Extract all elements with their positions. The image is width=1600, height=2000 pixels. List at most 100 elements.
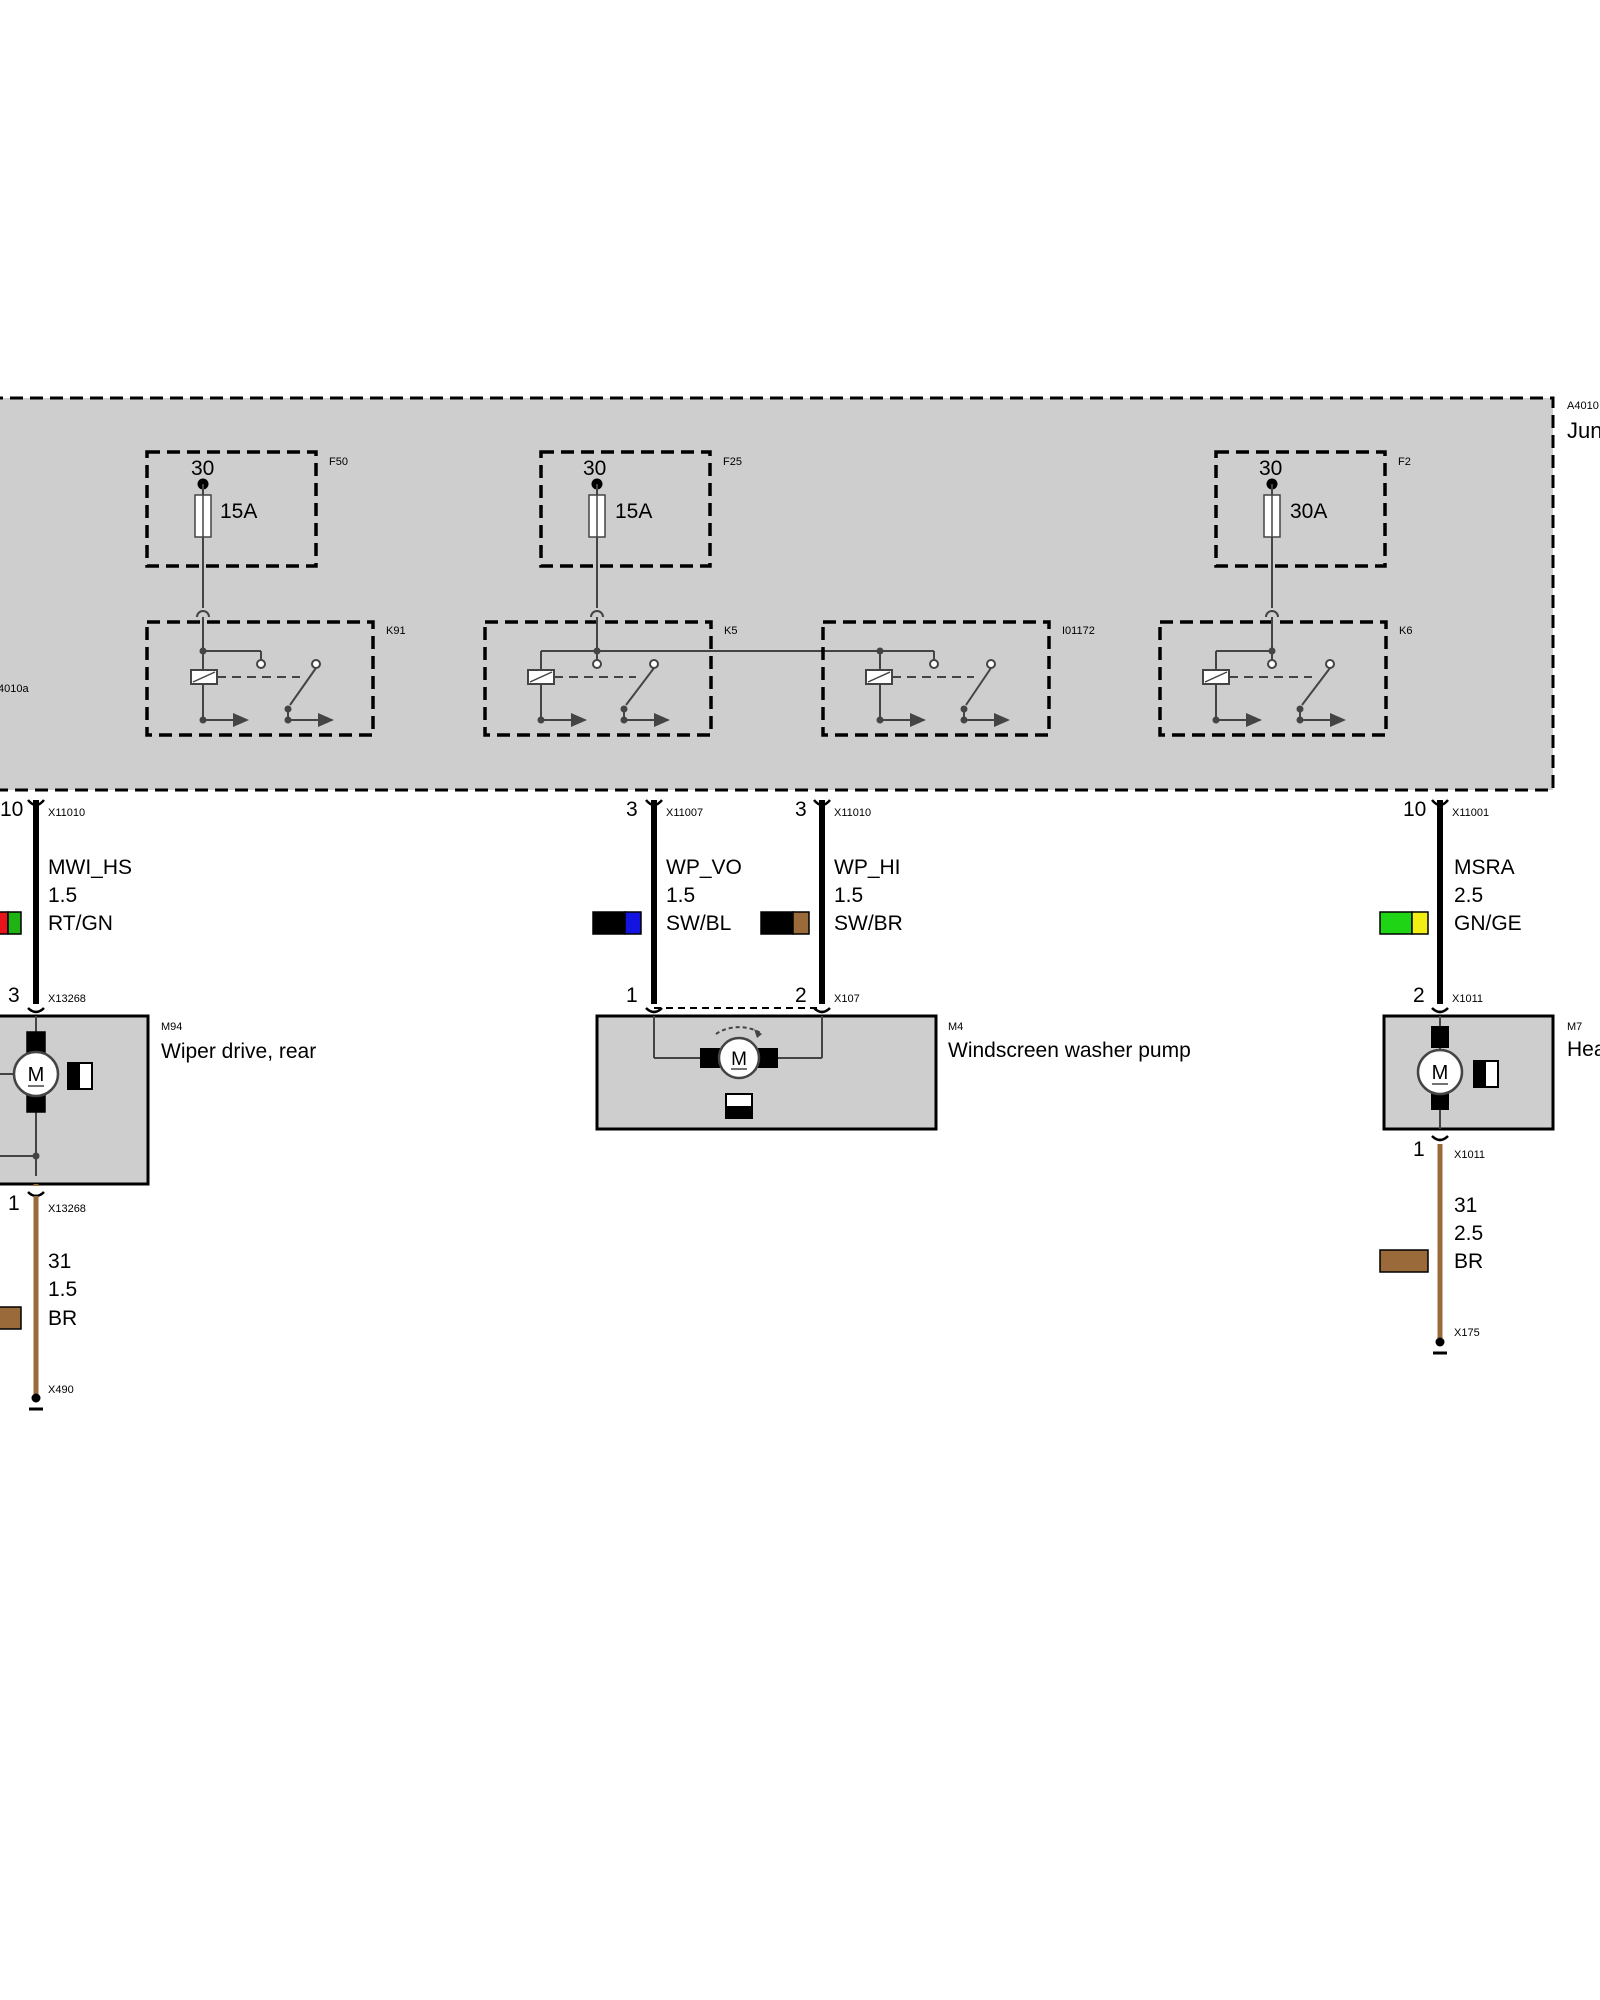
component-pin-out: 1 [8,1192,20,1215]
wire-wp-hi: 3 X11010 WP_HI 1.5 SW/BR [760,798,903,1004]
relay-i01172: I01172 [821,620,1095,737]
fuse-name: F50 [329,456,348,468]
wire-color-code: RT/GN [48,912,113,935]
wire-mwi-hs: 10 X11010 MWI_HS 1.5 RT/GN [0,798,132,1004]
wire-color-code: GN/GE [1454,912,1522,935]
motor-icon [1416,1048,1464,1096]
wire-color-swatch [0,911,9,935]
ground-gauge: 1.5 [48,1278,77,1301]
motor-symbol: M [731,1049,747,1070]
wire-color-code: SW/BL [666,912,731,935]
wire-color-swatch [1379,911,1413,935]
relay-switch-icon [965,667,992,706]
component-name: Hea [1567,1038,1600,1061]
fuse-terminal: 30 [1259,457,1282,480]
ground-signal: 31 [1454,1194,1477,1217]
relay-switch-icon [289,667,317,706]
connector-label: X11010 [48,807,85,819]
wire-pin: 10 [1403,798,1426,821]
fuse-rating: 15A [220,500,257,523]
wire-gauge: 2.5 [1454,884,1483,907]
wire-color-swatch [760,911,794,935]
fuse-rating: 15A [615,500,652,523]
junction-box: A4010 Jun 4010a [0,396,1600,792]
component-box [0,1014,150,1186]
relay-box-outline [821,620,1051,737]
wire-gauge: 1.5 [48,884,77,907]
ground-wire-x490: 31 1.5 BR X490 [0,1196,77,1411]
ground-signal: 31 [48,1250,71,1273]
wire-color-code: SW/BR [834,912,903,935]
wire-msra: 10 X11001 MSRA 2.5 GN/GE [1379,798,1522,1004]
wire-wp-vo: 3 X11007 WP_VO 1.5 SW/BL [592,798,742,1004]
component-m94: 3 X13268 M94 Wiper drive, rear M 1 X1326… [0,984,316,1215]
junction-box-outline [0,396,1555,792]
component-pin-a: 1 [626,984,638,1007]
fuse-box-outline [145,450,318,568]
relay-name: I01172 [1062,625,1095,637]
fuse-name: F25 [723,456,742,468]
component-box [595,1014,938,1131]
ground-color-code: BR [48,1307,77,1330]
component-name: Windscreen washer pump [948,1039,1191,1062]
component-code: M4 [948,1021,963,1033]
wire-gauge: 1.5 [666,884,695,907]
component-code: M7 [1567,1021,1582,1033]
fuse-box-outline [539,450,712,568]
component-connector-out: X13268 [48,1203,86,1215]
ground-icon [1435,1337,1445,1347]
component-pin-in: 2 [1413,984,1425,1007]
component-code: M94 [161,1021,182,1033]
fuse-terminal: 30 [583,457,606,480]
ground-connector: X490 [48,1384,74,1396]
wire-signal: WP_VO [666,856,742,879]
junction-box-label: Jun [1567,418,1600,443]
fuse-name: F2 [1398,456,1411,468]
component-pin-in: 3 [8,984,20,1007]
fuse-rating: 30A [1290,500,1327,523]
component-pin-b: 2 [795,984,807,1007]
wire-pin: 10 [0,798,23,821]
connector-label: X11007 [666,807,703,819]
component-connector-in: X1011 [1452,993,1483,1005]
relay-name: K5 [724,625,737,637]
ground-wire-x175: 31 2.5 BR X175 [1379,1144,1483,1355]
motor-symbol: M [1432,1062,1449,1084]
wire-signal: WP_HI [834,856,901,879]
ground-icon [31,1393,41,1403]
wire-gauge: 1.5 [834,884,863,907]
connector-label: X11010 [834,807,871,819]
wire-pin: 3 [795,798,807,821]
wire-signal: MSRA [1454,856,1515,879]
component-pin-out: 1 [1413,1138,1425,1161]
ground-gauge: 2.5 [1454,1222,1483,1245]
relay-k5: K5 [483,617,872,737]
pump-motor-icon [717,1036,761,1080]
component-m7: 2 X1011 M7 Hea M 1 X1011 [1382,984,1600,1161]
fuse-f25: F25 30 15A [539,450,742,618]
ground-color-code: BR [1454,1250,1483,1273]
fuse-f50: F50 30 15A [145,450,348,618]
fuse-terminal: 30 [191,457,214,480]
component-name: Wiper drive, rear [161,1040,316,1063]
wire-color-swatch [592,911,626,935]
relay-box-outline [145,620,375,737]
relay-switch-icon [1301,667,1331,706]
relay-name: K91 [386,625,406,637]
junction-box-internal-label: 4010a [0,683,29,695]
relay-k6: K6 [1158,617,1412,737]
wire-color-swatch [1379,1249,1429,1273]
component-connector: X107 [834,993,860,1005]
component-box [1382,1014,1555,1131]
relay-name: K6 [1399,625,1412,637]
connector-label: X11001 [1452,807,1489,819]
wire-color-swatch [0,1306,22,1330]
motor-symbol: M [28,1064,45,1086]
fuse-f2: F2 30 30A [1214,450,1411,618]
relay-k91: K91 [145,617,406,737]
fuse-box-outline [1214,450,1387,568]
component-connector-in: X13268 [48,993,86,1005]
ground-connector: X175 [1454,1327,1480,1339]
wire-pin: 3 [626,798,638,821]
